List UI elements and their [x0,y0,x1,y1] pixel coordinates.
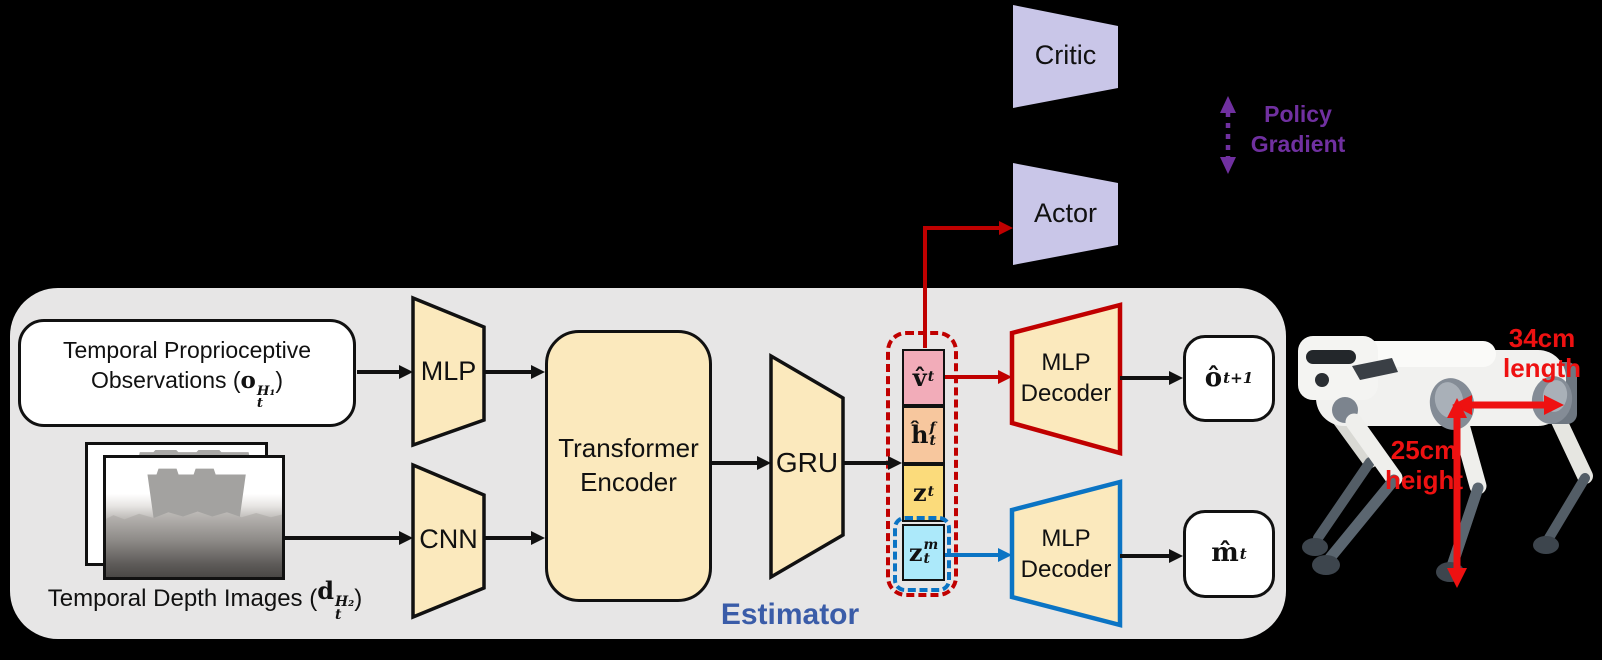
critic-label: Critic [1034,40,1097,71]
latent-cell-hidden [902,406,945,464]
robot-front-shoulder [1332,397,1358,423]
mlp-encoder-label: MLP [420,356,477,387]
latent-cell-velocity [902,349,945,406]
robot-head [1298,336,1378,400]
proprio-suffix: ) [275,366,283,393]
latent-cell-zm [902,524,945,581]
robot-side-accent [1352,358,1398,380]
depth-label-prefix: Temporal Depth Images ( [47,585,318,613]
proprio-line2-prefix: Observations ( [90,366,241,393]
output-privileged-box [1183,510,1275,598]
depth-image-front-content [106,458,282,577]
latent-velocity-label: v̂t [912,362,935,392]
gru-label: GRU [775,446,839,478]
proprio-observations-box [18,319,356,427]
transformer-encoder-box [545,330,712,602]
latent-cell-z [902,464,945,522]
depth-label-suffix: ) [354,585,363,613]
transformer-encoder-label: Transformer Encoder [558,433,699,497]
latent-zm-blue-dashed-box [893,516,951,592]
proprio-line1: Temporal Proprioceptive [62,337,311,364]
actor-label: Actor [1033,198,1098,229]
depth-image-terrain [106,511,282,577]
robot-sensor-slot [1306,350,1356,364]
robot-top-plate [1338,341,1496,367]
depth-image-front [103,455,285,580]
estimator-label: Estimator [720,597,860,631]
policy-gradient-arrow [1220,96,1236,174]
output-obs-box [1183,335,1275,422]
output-privileged-label: m̂t [1211,538,1247,569]
robot-camera [1315,373,1329,387]
cnn-encoder-label: CNN [419,524,478,555]
